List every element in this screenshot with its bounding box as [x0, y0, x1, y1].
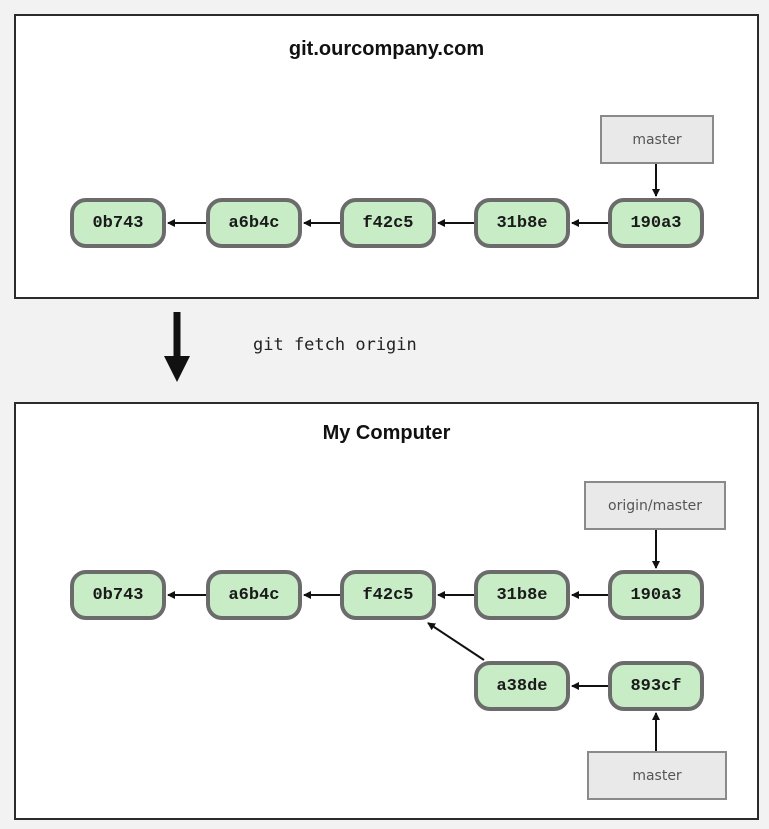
- local-master-branch-label: master: [587, 751, 727, 800]
- bottom-commit-31b8e: 31b8e: [474, 570, 570, 620]
- bottom-commit-190a3: 190a3: [608, 570, 704, 620]
- remote-repo-title: git.ourcompany.com: [288, 38, 485, 60]
- top-commit-190a3: 190a3: [608, 198, 704, 248]
- origin-master-branch-label: origin/master: [584, 481, 726, 530]
- fetch-command-label: git fetch origin: [253, 335, 417, 355]
- fetch-down-arrow-icon: [164, 312, 190, 382]
- bottom-commit-a38de: a38de: [474, 661, 570, 711]
- bottom-commit-893cf: 893cf: [608, 661, 704, 711]
- top-commit-31b8e: 31b8e: [474, 198, 570, 248]
- bottom-commit-0b743: 0b743: [70, 570, 166, 620]
- bottom-commit-a6b4c: a6b4c: [206, 570, 302, 620]
- top-commit-a6b4c: a6b4c: [206, 198, 302, 248]
- top-commit-f42c5: f42c5: [340, 198, 436, 248]
- top-commit-0b743: 0b743: [70, 198, 166, 248]
- local-repo-title: My Computer: [322, 422, 451, 444]
- bottom-commit-f42c5: f42c5: [340, 570, 436, 620]
- bottom-arrow-a38de-to-f42c5: [427, 622, 485, 661]
- remote-master-branch-label: master: [600, 115, 714, 164]
